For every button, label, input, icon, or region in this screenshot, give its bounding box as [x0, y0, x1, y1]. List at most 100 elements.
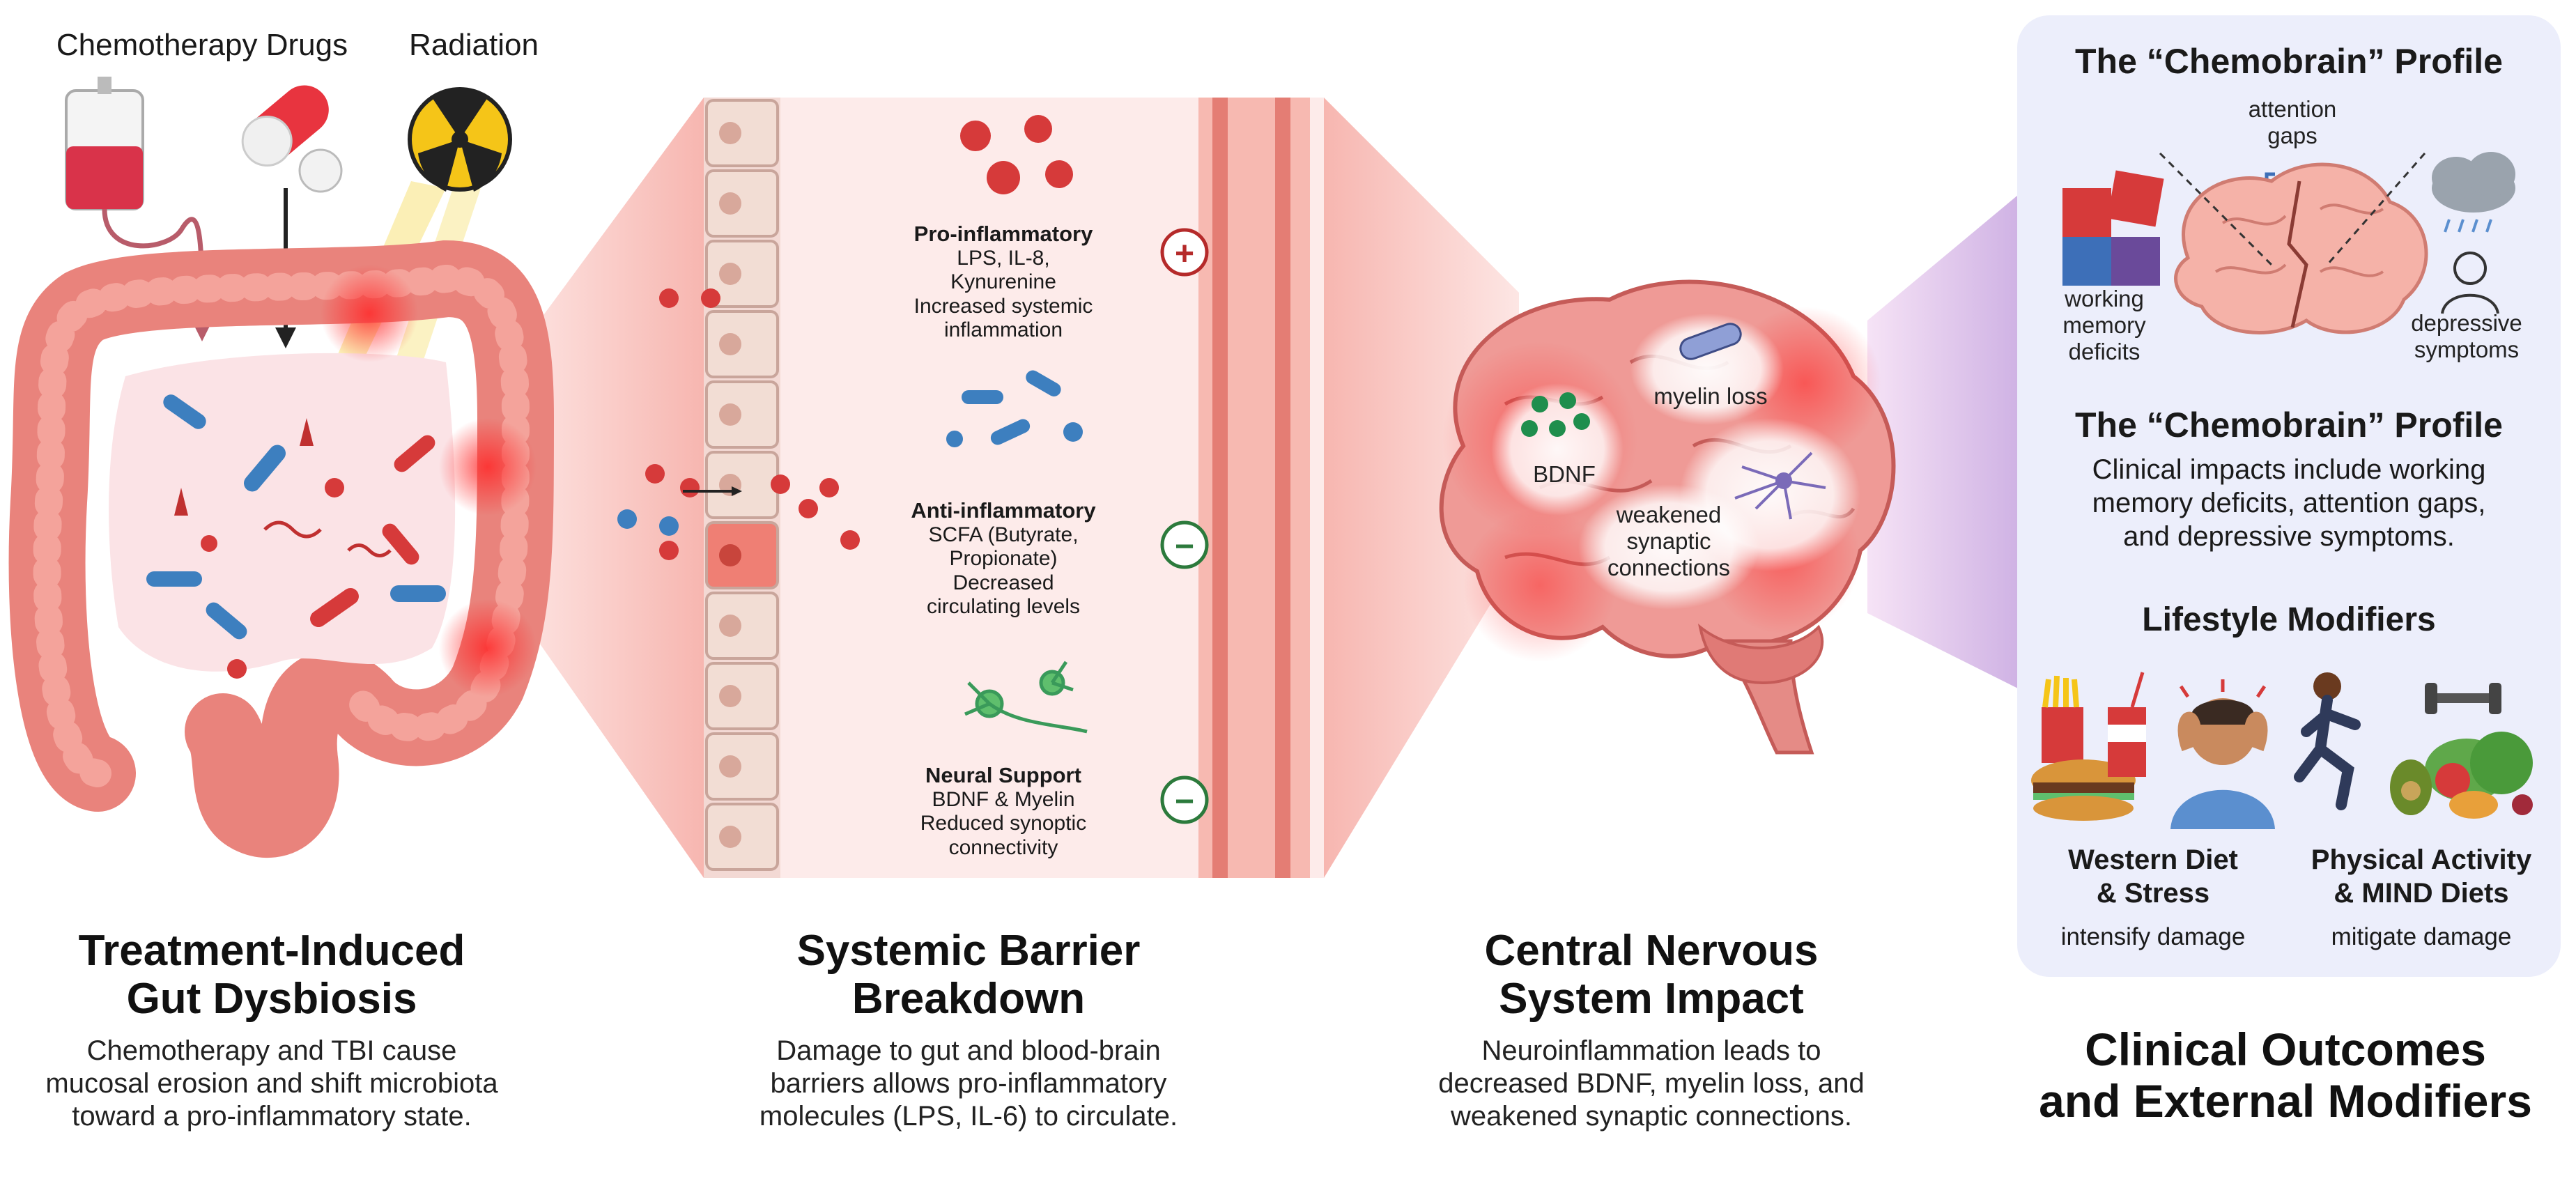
pro-inflammatory-line4: inflammation: [943, 318, 1063, 342]
cns-desc-line3: weakened synaptic connections.: [1451, 1101, 1852, 1132]
epithelial-cell: [705, 521, 779, 589]
dumbbell-icon: [2425, 683, 2501, 714]
cell-nucleus: [719, 192, 741, 215]
cns-description: Neuroinflammation leads to decreased BDN…: [1387, 1035, 1916, 1134]
barrier-description: Damage to gut and blood-brain barriers a…: [697, 1035, 1240, 1134]
profile-desc-line2: memory deficits, attention gaps,: [2092, 488, 2486, 518]
physical-activity-label: Physical Activity & MIND Diets: [2282, 843, 2561, 910]
radiation-label: Radiation: [409, 28, 539, 62]
healthy-food-icon: [2390, 732, 2533, 819]
cns-desc-line1: Neuroinflammation leads to: [1481, 1035, 1821, 1066]
cell-nucleus: [719, 333, 741, 355]
pro-inflammatory-line2: Kynurenine: [950, 270, 1056, 294]
epithelial-cell: [705, 662, 779, 730]
epithelial-cell: [705, 310, 779, 378]
gut-illustration: [8, 77, 555, 858]
minus-sign-icon-neural: [1160, 775, 1209, 824]
barrier-illustration: + − −: [704, 98, 1310, 878]
cell-nucleus: [719, 263, 741, 285]
western-diet-label: Western Diet & Stress: [2024, 843, 2282, 910]
cell-nucleus: [719, 615, 741, 637]
cell-nucleus: [719, 403, 741, 426]
depressive-line1: depressive: [2411, 310, 2522, 336]
leaking-particles: [617, 288, 860, 560]
cell-nucleus: [719, 685, 741, 707]
pro-inflammatory-line3: Increased systemic: [913, 294, 1093, 318]
chemobrain-profile-desc: Clinical impacts include working memory …: [2017, 453, 2561, 553]
bdnf-dots-icon: [1521, 392, 1590, 437]
runner-icon: [2294, 672, 2361, 810]
chemobrain-profile-title-2: The “Chemobrain” Profile: [2075, 406, 2503, 445]
synaptic-label-line2: synaptic: [1626, 528, 1711, 554]
gut-desc-line1: Chemotherapy and TBI cause: [86, 1035, 457, 1066]
cell-nucleus: [719, 755, 741, 778]
cell-nucleus: [719, 826, 741, 848]
anti-inflammatory-title: Anti-inflammatory: [911, 498, 1096, 523]
western-line2: & Stress: [2096, 878, 2210, 909]
outcomes-heading-line1: Clinical Outcomes: [2085, 1024, 2486, 1075]
colon-shape: [8, 240, 555, 858]
neuron-icon: [964, 661, 1088, 734]
pro-inflammatory-line1: LPS, IL-8,: [957, 246, 1050, 270]
minus-sign-icon-anti: [1160, 520, 1209, 569]
anti-inflammatory-line1: SCFA (Butyrate,: [928, 523, 1079, 546]
pro-inflammatory-block: Pro-inflammatory LPS, IL-8, Kynurenine I…: [885, 222, 1122, 343]
cns-heading-line1: Central Nervous: [1484, 927, 1819, 975]
neural-support-line3: connectivity: [948, 835, 1058, 859]
barrier-heading-line1: Systemic Barrier: [796, 927, 1141, 975]
neural-support-line2: Reduced synoptic: [920, 812, 1087, 835]
chemotherapy-drugs-label: Chemotherapy Drugs: [56, 28, 348, 62]
neural-support-line1: BDNF & Myelin: [932, 787, 1075, 811]
barrier-desc-line3: molecules (LPS, IL-6) to circulate.: [759, 1101, 1178, 1132]
lifestyle-illustration: [2031, 672, 2533, 829]
microbiota-bacteria: [146, 394, 446, 679]
gut-desc-line3: toward a pro-inflammatory state.: [72, 1101, 472, 1132]
active-line1: Physical Activity: [2311, 844, 2532, 875]
chemobrain-brain-icon: [2174, 162, 2428, 334]
fast-food-icon: [2031, 672, 2146, 821]
anti-inflammatory-line2: Propionate): [949, 547, 1058, 571]
epithelial-cell: [705, 803, 779, 871]
profile-desc-line3: and depressive symptoms.: [2123, 521, 2455, 552]
plus-sign-text: +: [1175, 236, 1194, 272]
cell-nucleus: [719, 544, 741, 566]
myelin-axon-icon: [1679, 323, 1742, 360]
barrier-heading: Systemic Barrier Breakdown: [711, 927, 1226, 1024]
neural-support-block: Neural Support BDNF & Myelin Reduced syn…: [885, 763, 1122, 860]
lifestyle-modifiers-title: Lifestyle Modifiers: [2142, 601, 2436, 638]
outcomes-heading: Clinical Outcomes and External Modifiers: [2007, 1024, 2564, 1127]
rain-cloud-icon: [2432, 152, 2515, 233]
stressed-person-icon: [2170, 679, 2275, 829]
myelin-loss-label: myelin loss: [1653, 383, 1767, 409]
depressive-symptoms-label: depressive symptoms: [2390, 310, 2543, 363]
gut-heading-line1: Treatment-Induced: [78, 927, 465, 975]
bdnf-label: BDNF: [1533, 461, 1596, 487]
barrier-desc-line1: Damage to gut and blood-brain: [776, 1035, 1161, 1066]
epithelial-cell: [705, 592, 779, 660]
chemobrain-illustration: [2062, 152, 2515, 334]
sad-person-icon: [2441, 252, 2499, 314]
working-memory-label: working memory deficits: [2038, 286, 2170, 365]
gut-desc-line2: mucosal erosion and shift microbiota: [45, 1068, 498, 1099]
attention-line2: gaps: [2267, 122, 2317, 148]
attention-gaps-label: attention gaps: [2209, 96, 2376, 149]
minus-sign-text-neural: −: [1175, 783, 1194, 820]
gut-heading-line2: Gut Dysbiosis: [126, 975, 417, 1024]
working-line1: working: [2065, 286, 2144, 311]
epithelial-cell: [705, 732, 779, 801]
iv-bag-icon: [65, 77, 213, 341]
anti-inflammatory-line3: Decreased: [952, 571, 1054, 594]
synaptic-label-line3: connections: [1607, 555, 1730, 580]
outcomes-heading-line2: and External Modifiers: [2039, 1074, 2532, 1127]
working-line2: memory: [2062, 311, 2146, 338]
western-line1: Western Diet: [2068, 844, 2238, 875]
cns-heading: Central Nervous System Impact: [1394, 927, 1909, 1024]
cns-heading-line2: System Impact: [1499, 975, 1804, 1024]
anti-inflammatory-particles-icon: [946, 370, 1083, 447]
gut-description: Chemotherapy and TBI cause mucosal erosi…: [0, 1035, 543, 1134]
active-line2: & MIND Diets: [2334, 878, 2509, 909]
cell-nucleus: [719, 122, 741, 144]
anti-inflammatory-block: Anti-inflammatory SCFA (Butyrate, Propio…: [885, 498, 1122, 619]
epithelial-cell: [705, 99, 779, 167]
epithelial-cell: [705, 240, 779, 308]
